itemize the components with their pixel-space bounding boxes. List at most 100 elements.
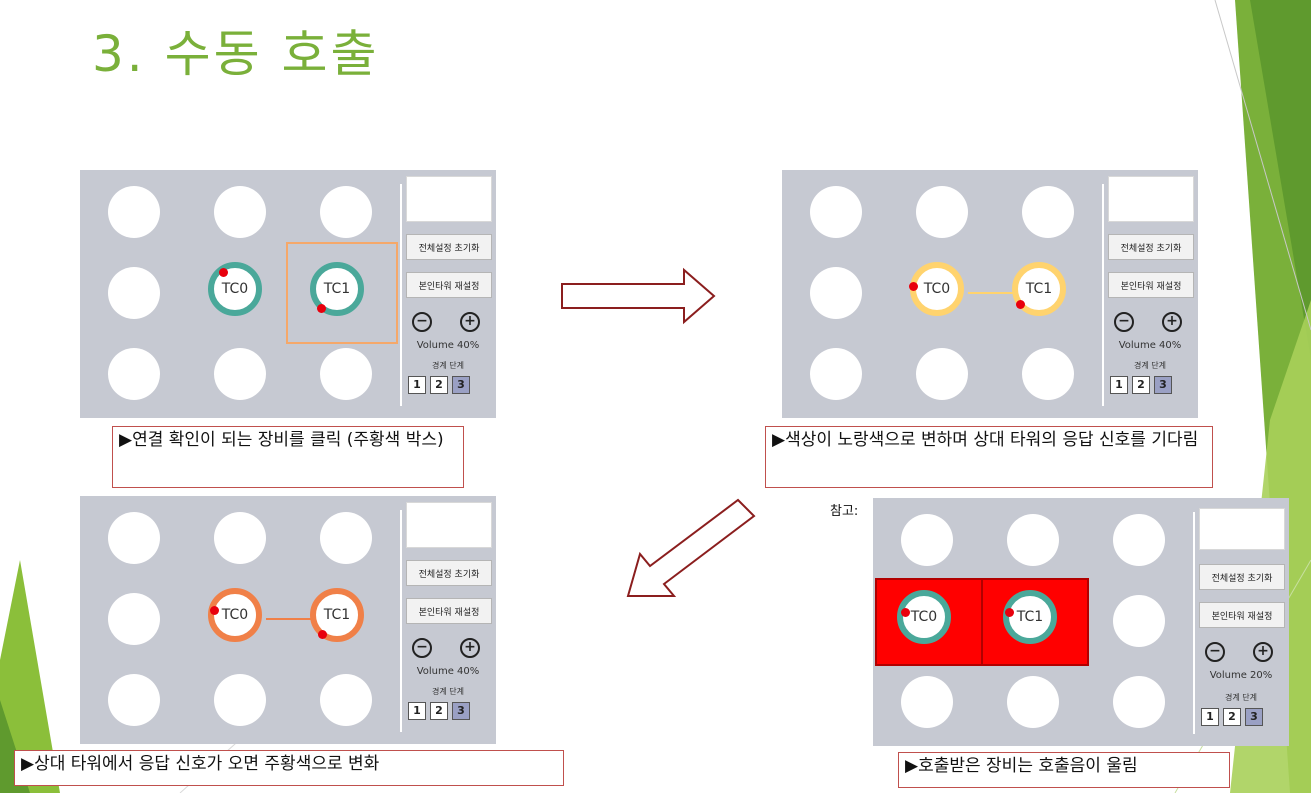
volume-down-icon[interactable]: − [412, 638, 432, 658]
volume-label: Volume 40% [1118, 340, 1182, 351]
tower-slot[interactable] [108, 186, 160, 238]
panel-step4: TC0 TC1 전체설정 초기화 본인타워 재설정 − + Volume 20%… [873, 498, 1289, 746]
reset-tower-button[interactable]: 본인타워 재설정 [406, 598, 492, 624]
tower-tc1[interactable]: TC1 [1012, 262, 1066, 316]
tower-slot[interactable] [916, 186, 968, 238]
status-dot [909, 282, 918, 291]
tower-tc1[interactable]: TC1 [1003, 590, 1057, 644]
status-dot [901, 608, 910, 617]
level-2-button[interactable]: 2 [430, 376, 448, 394]
reset-all-button[interactable]: 전체설정 초기화 [1108, 234, 1194, 260]
tower-slot[interactable] [320, 674, 372, 726]
arrow-down-left-icon [626, 498, 756, 597]
tower-slot[interactable] [810, 267, 862, 319]
status-display [1199, 508, 1285, 550]
divider [1102, 184, 1104, 406]
tower-slot[interactable] [320, 512, 372, 564]
control-sidebar: 전체설정 초기화 본인타워 재설정 − + Volume 40% 경계 단계 1… [406, 502, 496, 742]
volume-down-icon[interactable]: − [1205, 642, 1225, 662]
tower-slot[interactable] [214, 674, 266, 726]
reset-tower-button[interactable]: 본인타워 재설정 [406, 272, 492, 298]
status-display [406, 176, 492, 222]
level-label: 경계 단계 [1225, 693, 1257, 702]
volume-up-icon[interactable]: + [460, 638, 480, 658]
tower-tc1[interactable]: TC1 [310, 588, 364, 642]
tower-slot[interactable] [1022, 348, 1074, 400]
reset-all-button[interactable]: 전체설정 초기화 [406, 560, 492, 586]
level-2-button[interactable]: 2 [1132, 376, 1150, 394]
level-3-button[interactable]: 3 [1245, 708, 1263, 726]
reset-tower-button[interactable]: 본인타워 재설정 [1108, 272, 1194, 298]
tower-tc1-label: TC1 [1016, 609, 1044, 625]
level-1-button[interactable]: 1 [1110, 376, 1128, 394]
volume-label: Volume 40% [416, 666, 480, 677]
level-1-button[interactable]: 1 [408, 702, 426, 720]
tower-slot[interactable] [901, 676, 953, 728]
volume-down-icon[interactable]: − [1114, 312, 1134, 332]
tower-slot[interactable] [1007, 514, 1059, 566]
tower-slot[interactable] [1113, 595, 1165, 647]
volume-up-icon[interactable]: + [460, 312, 480, 332]
status-dot [1016, 300, 1025, 309]
tower-slot[interactable] [108, 267, 160, 319]
control-sidebar: 전체설정 초기화 본인타워 재설정 − + Volume 20% 경계 단계 1… [1199, 508, 1289, 744]
level-1-button[interactable]: 1 [1201, 708, 1219, 726]
level-2-button[interactable]: 2 [430, 702, 448, 720]
slide-title: 3. 수동 호출 [92, 25, 380, 83]
level-3-button[interactable]: 3 [452, 376, 470, 394]
tower-slot[interactable] [214, 512, 266, 564]
divider [400, 510, 402, 732]
tower-slot[interactable] [320, 186, 372, 238]
reset-tower-button[interactable]: 본인타워 재설정 [1199, 602, 1285, 628]
status-dot [317, 304, 326, 313]
tower-slot[interactable] [1113, 676, 1165, 728]
tower-slot[interactable] [1022, 186, 1074, 238]
level-3-button[interactable]: 3 [452, 702, 470, 720]
tower-slot[interactable] [214, 186, 266, 238]
tower-slot[interactable] [1007, 676, 1059, 728]
volume-down-icon[interactable]: − [412, 312, 432, 332]
status-dot [318, 630, 327, 639]
tower-slot[interactable] [108, 348, 160, 400]
status-dot [210, 606, 219, 615]
tower-tc1-label: TC1 [323, 281, 351, 297]
divider [1193, 512, 1195, 734]
tower-tc0-label: TC0 [221, 607, 249, 623]
tower-tc0[interactable]: TC0 [910, 262, 964, 316]
tower-tc0[interactable]: TC0 [897, 590, 951, 644]
volume-up-icon[interactable]: + [1162, 312, 1182, 332]
reset-all-button[interactable]: 전체설정 초기화 [406, 234, 492, 260]
tower-tc0[interactable]: TC0 [208, 588, 262, 642]
selection-box [286, 242, 398, 344]
caption-step2: ▶색상이 노랑색으로 변하며 상대 타워의 응답 신호를 기다림 [765, 426, 1213, 488]
panel-step1: TC0 TC1 전체설정 초기화 본인타워 재설정 − + Volume 40%… [80, 170, 496, 418]
caption-step3: ▶상대 타워에서 응답 신호가 오면 주황색으로 변화 [14, 750, 564, 786]
status-display [1108, 176, 1194, 222]
level-1-button[interactable]: 1 [408, 376, 426, 394]
reset-all-button[interactable]: 전체설정 초기화 [1199, 564, 1285, 590]
level-3-button[interactable]: 3 [1154, 376, 1172, 394]
level-2-button[interactable]: 2 [1223, 708, 1241, 726]
status-dot [1005, 608, 1014, 617]
volume-up-icon[interactable]: + [1253, 642, 1273, 662]
tower-slot[interactable] [810, 348, 862, 400]
note-label: 참고: [830, 504, 859, 519]
tower-slot[interactable] [1113, 514, 1165, 566]
tower-tc0-label: TC0 [910, 609, 938, 625]
tower-slot[interactable] [108, 512, 160, 564]
tower-slot[interactable] [214, 348, 266, 400]
volume-label: Volume 20% [1209, 670, 1273, 681]
tower-slot[interactable] [108, 593, 160, 645]
level-label: 경계 단계 [432, 687, 464, 696]
level-label: 경계 단계 [432, 361, 464, 370]
divider [400, 184, 402, 406]
tower-slot[interactable] [901, 514, 953, 566]
tower-slot[interactable] [810, 186, 862, 238]
tower-slot[interactable] [108, 674, 160, 726]
connection-line [266, 618, 316, 620]
tower-tc0[interactable]: TC0 [208, 262, 262, 316]
tower-slot[interactable] [320, 348, 372, 400]
tower-tc1-label: TC1 [323, 607, 351, 623]
tower-slot[interactable] [916, 348, 968, 400]
